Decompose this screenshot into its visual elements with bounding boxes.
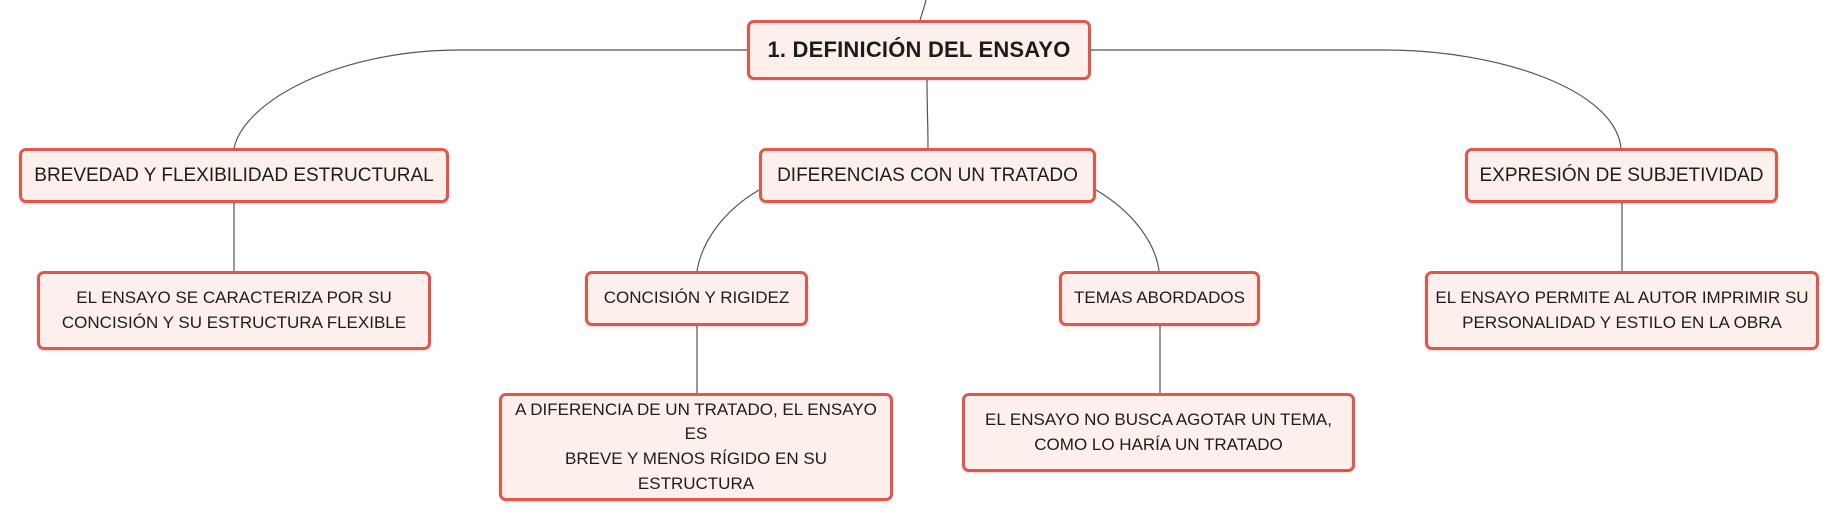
leaf-node-expresion-detail[interactable]: EL ENSAYO PERMITE AL AUTOR IMPRIMIR SU P… [1425,271,1819,350]
branch-node-expresion[interactable]: EXPRESIÓN DE SUBJETIVIDAD [1465,148,1778,203]
root-node[interactable]: 1. DEFINICIÓN DEL ENSAYO [747,20,1091,80]
leaf-node-concision-detail[interactable]: A DIFERENCIA DE UN TRATADO, EL ENSAYO ES… [499,393,893,501]
connector-diferencias-to-concision [696,189,760,272]
leaf-line: COMO LO HARÍA UN TRATADO [1034,434,1283,454]
connector-diferencias-to-temas [1095,189,1160,272]
connector-root-to-brevedad [233,49,747,149]
root-node-label: 1. DEFINICIÓN DEL ENSAYO [767,37,1071,63]
leaf-line: CONCISIÓN Y SU ESTRUCTURA FLEXIBLE [61,312,407,332]
leaf-line: EL ENSAYO SE CARACTERIZA POR SU [76,287,392,307]
branch-node-brevedad[interactable]: BREVEDAD Y FLEXIBILIDAD ESTRUCTURAL [19,148,449,203]
subbranch-node-concision[interactable]: CONCISIÓN Y RIGIDEZ [585,271,808,326]
subbranch-node-temas[interactable]: TEMAS ABORDADOS [1059,271,1260,326]
branch-node-diferencias[interactable]: DIFERENCIAS CON UN TRATADO [759,148,1096,203]
branch-node-label: DIFERENCIAS CON UN TRATADO [777,164,1078,186]
leaf-line: EL ENSAYO NO BUSCA AGOTAR UN TEMA, [984,409,1332,429]
connector-root-to-diferencias [926,79,929,149]
leaf-node-text: EL ENSAYO SE CARACTERIZA POR SU CONCISIÓ… [62,286,406,335]
leaf-line: BREVE Y MENOS RÍGIDO EN SU ESTRUCTURA [565,449,827,493]
connector-parent-to-root [919,0,927,21]
branch-node-label: BREVEDAD Y FLEXIBILIDAD ESTRUCTURAL [34,164,434,186]
leaf-node-text: EL ENSAYO NO BUSCA AGOTAR UN TEMA, COMO … [985,408,1332,457]
leaf-line: PERSONALIDAD Y ESTILO EN LA OBRA [1462,312,1782,332]
leaf-line: A DIFERENCIA DE UN TRATADO, EL ENSAYO ES [515,399,877,444]
subbranch-node-label: CONCISIÓN Y RIGIDEZ [603,288,790,308]
connector-root-to-expresion [1091,49,1622,149]
leaf-node-temas-detail[interactable]: EL ENSAYO NO BUSCA AGOTAR UN TEMA, COMO … [962,393,1355,472]
leaf-line: EL ENSAYO PERMITE AL AUTOR IMPRIMIR SU [1435,287,1809,307]
branch-node-label: EXPRESIÓN DE SUBJETIVIDAD [1479,164,1764,186]
leaf-node-text: A DIFERENCIA DE UN TRATADO, EL ENSAYO ES… [508,398,884,497]
leaf-node-text: EL ENSAYO PERMITE AL AUTOR IMPRIMIR SU P… [1435,286,1808,335]
subbranch-node-label: TEMAS ABORDADOS [1074,288,1245,308]
leaf-node-brevedad-detail[interactable]: EL ENSAYO SE CARACTERIZA POR SU CONCISIÓ… [37,271,431,350]
